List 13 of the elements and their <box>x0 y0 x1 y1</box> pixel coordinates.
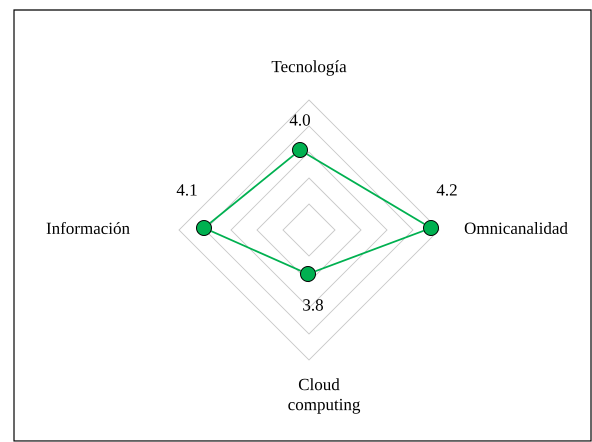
connector-line <box>210 154 294 224</box>
value-label: 4.1 <box>176 184 197 196</box>
data-point <box>423 220 439 236</box>
axis-label: Cloud computing <box>288 378 360 414</box>
connector-line <box>315 230 424 272</box>
value-label: 4.0 <box>290 114 310 126</box>
value-label: 4.2 <box>436 184 457 196</box>
data-point <box>196 220 212 236</box>
data-point <box>292 142 308 158</box>
connector-line <box>210 230 302 272</box>
data-point <box>300 266 316 282</box>
value-label: 3.8 <box>303 299 323 311</box>
connector-line <box>306 153 425 225</box>
